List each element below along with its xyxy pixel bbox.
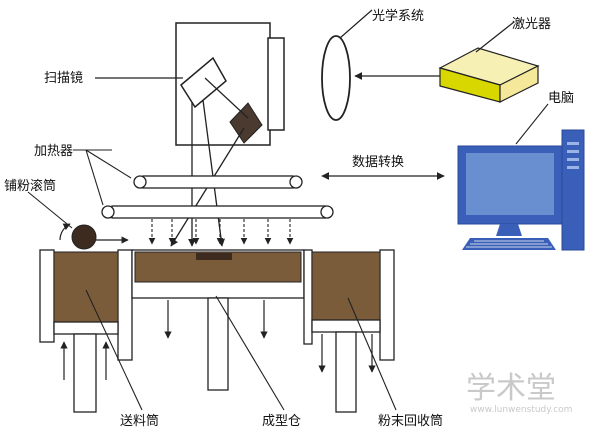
scan-mirror-1 bbox=[180, 56, 227, 109]
heater-bottom bbox=[101, 205, 334, 219]
label-powder-recovery: 粉末回收筒 bbox=[378, 413, 443, 429]
label-heater: 加热器 bbox=[34, 144, 73, 159]
computer bbox=[457, 129, 585, 251]
label-roller: 铺粉滚筒 bbox=[4, 178, 56, 194]
label-feed-cylinder: 送料筒 bbox=[120, 413, 159, 429]
build-chamber bbox=[131, 249, 305, 391]
label-build-chamber: 成型仓 bbox=[262, 414, 301, 429]
roller bbox=[59, 223, 129, 250]
watermark-logo: 学术堂 bbox=[466, 371, 556, 406]
optical-lens bbox=[321, 35, 351, 121]
heater-top bbox=[133, 175, 303, 189]
laser-device bbox=[438, 47, 540, 103]
watermark-url: www.lunwenstudy.com bbox=[470, 405, 572, 415]
heat-arrows bbox=[148, 219, 294, 245]
label-optical-system: 光学系统 bbox=[372, 8, 424, 24]
feed-cylinder bbox=[39, 249, 133, 413]
powder-recovery bbox=[303, 249, 395, 413]
label-laser: 激光器 bbox=[512, 17, 551, 32]
label-data-transfer: 数据转换 bbox=[352, 155, 404, 170]
label-computer: 电脑 bbox=[548, 91, 574, 106]
label-scanner-mirror: 扫描镜 bbox=[44, 71, 83, 86]
